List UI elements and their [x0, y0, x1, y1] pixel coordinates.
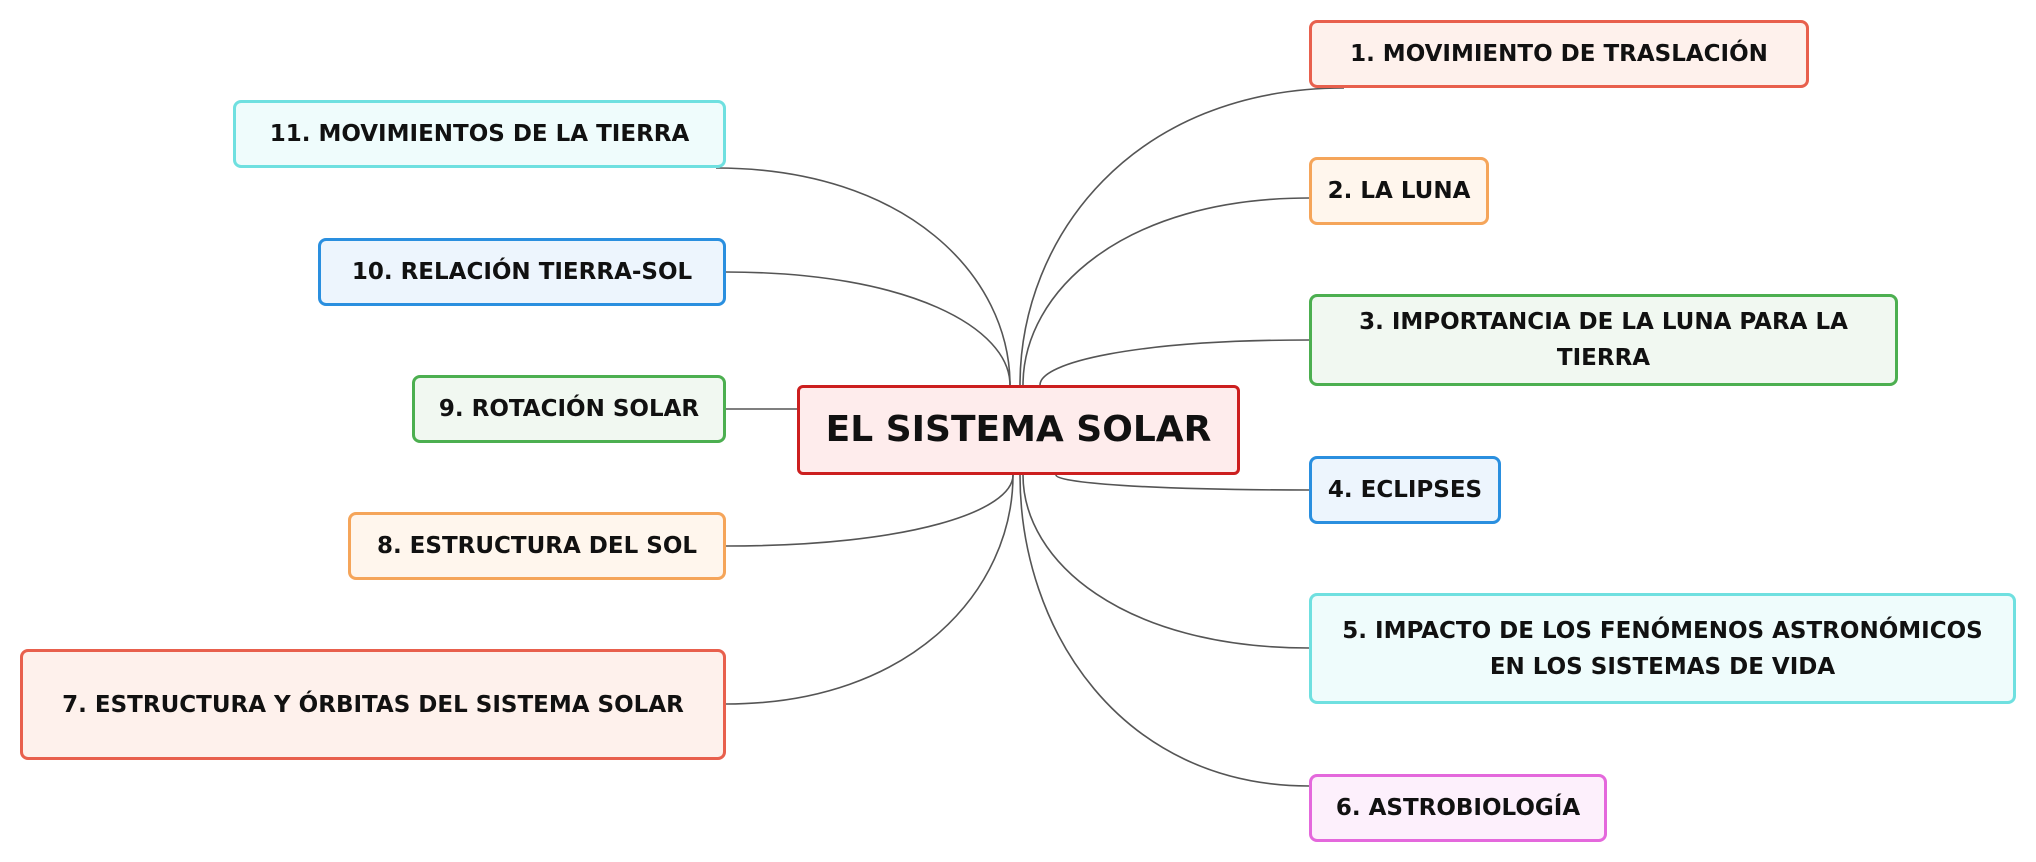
topic-3-importancia-luna[interactable]: 3. IMPORTANCIA DE LA LUNA PARA LA TIERRA — [1309, 294, 1898, 386]
topic-11-movimientos-tierra[interactable]: 11. MOVIMIENTOS DE LA TIERRA — [233, 100, 726, 168]
connector-topic-4 — [1055, 474, 1310, 491]
connector-topic-1 — [1019, 87, 1345, 386]
topic-9-rotacion-solar[interactable]: 9. ROTACIÓN SOLAR — [412, 375, 726, 443]
connector-topic-10 — [725, 271, 1011, 386]
topic-4-eclipses[interactable]: 4. ECLIPSES — [1309, 456, 1501, 524]
topic-8-estructura-sol[interactable]: 8. ESTRUCTURA DEL SOL — [348, 512, 726, 580]
topic-10-relacion-tierra-sol[interactable]: 10. RELACIÓN TIERRA-SOL — [318, 238, 726, 306]
topic-1-traslacion[interactable]: 1. MOVIMIENTO DE TRASLACIÓN — [1309, 20, 1809, 88]
connector-topic-2 — [1022, 197, 1310, 386]
connector-topic-8 — [725, 474, 1014, 547]
topic-7-estructura-orbitas[interactable]: 7. ESTRUCTURA Y ÓRBITAS DEL SISTEMA SOLA… — [20, 649, 726, 760]
topic-5-impacto-fenomenos[interactable]: 5. IMPACTO DE LOS FENÓMENOS ASTRONÓMICOS… — [1309, 593, 2016, 704]
topic-6-astrobiologia[interactable]: 6. ASTROBIOLOGÍA — [1309, 774, 1607, 842]
topic-2-luna[interactable]: 2. LA LUNA — [1309, 157, 1489, 225]
central-topic[interactable]: EL SISTEMA SOLAR — [797, 385, 1240, 475]
connector-topic-11 — [715, 167, 1011, 386]
connector-topic-3 — [1039, 339, 1310, 386]
connector-topic-7 — [725, 474, 1014, 705]
connector-topic-5 — [1022, 474, 1310, 649]
connector-topic-6 — [1019, 474, 1310, 787]
